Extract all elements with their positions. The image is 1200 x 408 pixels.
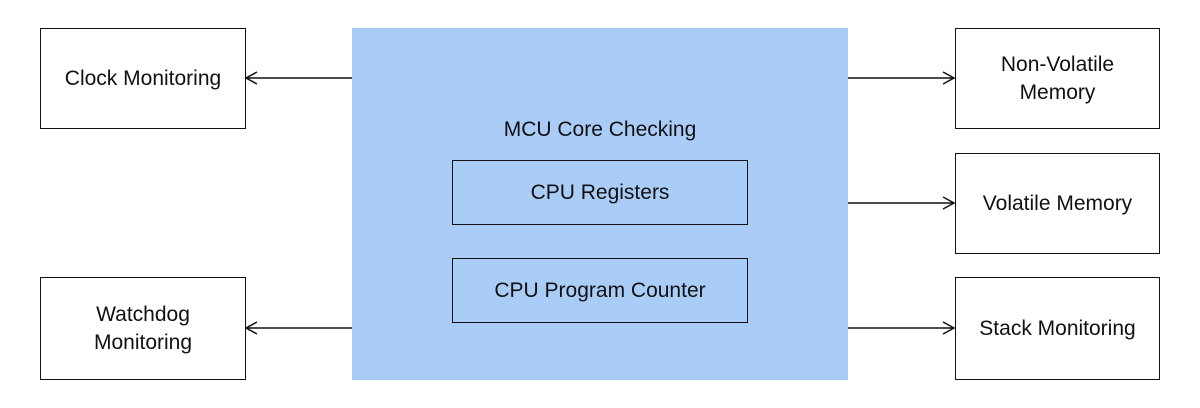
cpu-registers-label: CPU Registers: [530, 180, 670, 204]
volatile-memory-label: Volatile Memory: [982, 191, 1133, 215]
cpu-registers-box: CPU Registers: [452, 160, 748, 225]
core-title: MCU Core Checking: [503, 118, 697, 141]
volatile-memory-box: Volatile Memory: [955, 153, 1160, 254]
clock-monitoring-box: Clock Monitoring: [40, 28, 246, 129]
stack-monitoring-label: Stack Monitoring: [979, 316, 1136, 340]
stack-monitoring-box: Stack Monitoring: [955, 277, 1160, 380]
watchdog-monitoring-box: Watchdog Monitoring: [40, 277, 246, 380]
cpu-program-counter-label: CPU Program Counter: [494, 278, 706, 302]
clock-monitoring-label: Clock Monitoring: [64, 66, 222, 90]
non-volatile-memory-box: Non-Volatile Memory: [955, 28, 1160, 129]
cpu-program-counter-box: CPU Program Counter: [452, 258, 748, 323]
non-volatile-memory-label: Non-Volatile Memory: [1000, 52, 1115, 104]
watchdog-monitoring-label: Watchdog Monitoring: [93, 302, 193, 354]
